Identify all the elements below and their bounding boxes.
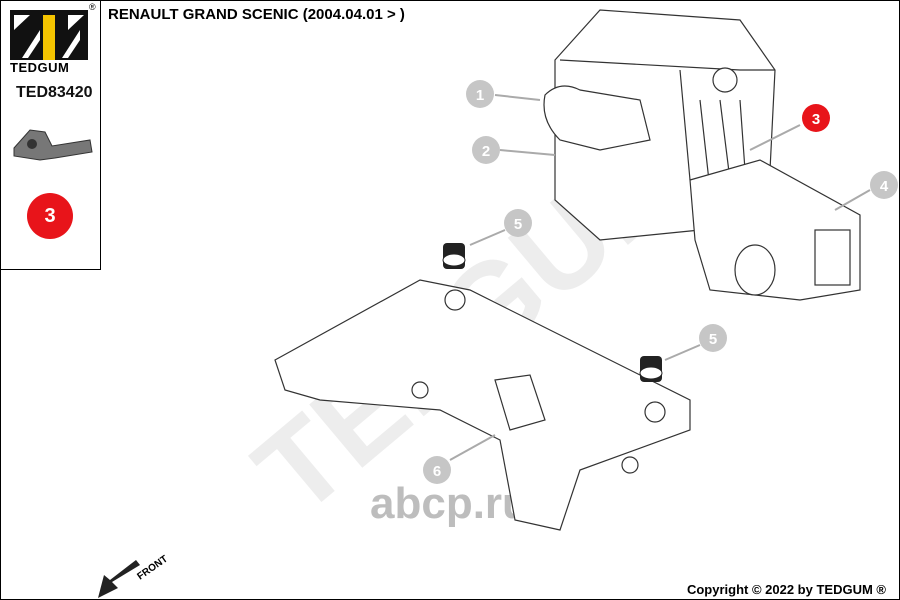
callout-5-right: 5	[699, 324, 727, 352]
brand-name: TEDGUM	[10, 60, 70, 75]
svg-text:6: 6	[433, 463, 441, 480]
callout-6: 6	[423, 456, 451, 484]
svg-text:FRONT: FRONT	[135, 554, 170, 583]
callout-2: 2	[472, 136, 500, 164]
part-number: TED83420	[16, 84, 93, 101]
callout-5-left: 5	[504, 209, 532, 237]
bushing-5-left	[442, 243, 466, 269]
front-arrow-icon: FRONT	[98, 554, 170, 598]
callout-3: 3	[802, 104, 830, 132]
svg-text:2: 2	[482, 143, 490, 160]
svg-text:3: 3	[812, 111, 820, 128]
svg-text:4: 4	[880, 178, 889, 195]
svg-text:5: 5	[514, 216, 522, 233]
svg-text:1: 1	[476, 87, 484, 104]
subframe-illustration	[274, 279, 691, 531]
engine-illustration	[543, 9, 861, 301]
callout-1: 1	[466, 80, 494, 108]
abcp-watermark: abcp.ru	[370, 479, 529, 528]
svg-text:5: 5	[709, 331, 717, 348]
leader-lines	[449, 94, 871, 461]
copyright-text: Copyright © 2022 by TEDGUM ®	[686, 582, 886, 597]
vehicle-title: RENAULT GRAND SCENIC (2004.04.01 > )	[108, 6, 405, 23]
highlight-badge: 3	[27, 193, 73, 239]
callout-4: 4	[870, 171, 898, 199]
part-info-panel: ® TEDGUM TED83420 3	[0, 0, 101, 270]
bushing-5-right	[639, 356, 663, 382]
registered-mark: ®	[89, 2, 96, 12]
tedgum-logo	[10, 10, 88, 60]
part-thumbnail	[13, 129, 93, 161]
